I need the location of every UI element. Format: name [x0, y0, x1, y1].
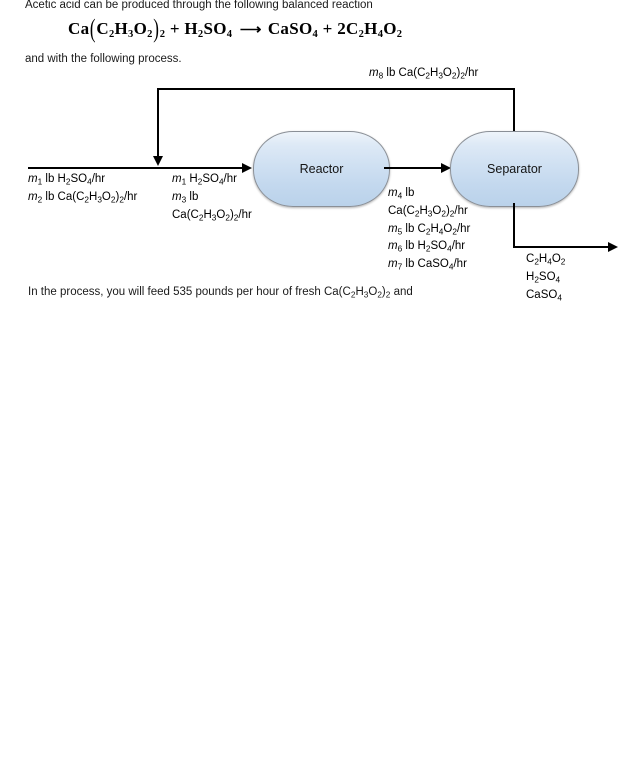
stream-label-fresh-feed: m1 lb H2SO4/hr m2 lb Ca(C2H3O2)2/hr: [28, 172, 137, 208]
equation-plus-sign-2: +: [318, 19, 338, 38]
equation-yields-arrow: ⟶: [234, 22, 266, 38]
reactor-to-separator-arrowhead-icon: [441, 163, 451, 173]
stream-label-fresh-feed-line-1: m1 lb H2SO4/hr: [28, 173, 106, 187]
recycle-downcomer-line: [157, 88, 159, 156]
stream-label-product-line-1: C2H4O2: [526, 253, 566, 267]
reactor-to-separator-line: [384, 167, 442, 169]
equation-plus-sign-1: +: [165, 19, 185, 38]
product-downcomer-line: [513, 203, 515, 247]
product-arrowhead-icon: [608, 242, 618, 252]
stream-label-reactor-inlet-line-1: m1 H2SO4/hr: [172, 173, 237, 187]
recycle-arrowhead-icon: [153, 156, 163, 166]
stream-label-reactor-outlet: m4 lb Ca(C2H3O2)2/hr m5 lb C2H4O2/hr m6 …: [388, 186, 470, 275]
stream-label-reactor-outlet-line-1: m4 lb: [388, 187, 415, 201]
unit-reactor[interactable]: Reactor: [253, 131, 390, 207]
equation-reactant-calcium-acetate: Ca(C2H3O2)2: [68, 13, 166, 43]
stream-label-reactor-inlet-line-3: Ca(C2H3O2)2/hr: [172, 208, 252, 222]
stream-label-recycle: m8 lb Ca(C2H3O2)2/hr: [369, 67, 479, 81]
feed-line: [28, 167, 243, 169]
recycle-horizontal-line: [157, 88, 515, 90]
unit-separator[interactable]: Separator: [450, 131, 579, 207]
stream-label-product: C2H4O2 H2SO4 CaSO4: [526, 252, 565, 305]
equation-reactant-sulfuric-acid: H2SO4: [184, 19, 233, 41]
process-flow-diagram: m8 lb Ca(C2H3O2)2/hr m1 lb H2SO4/hr m2 l…: [0, 0, 626, 310]
product-horizontal-line: [513, 246, 609, 248]
stream-label-product-line-2: H2SO4: [526, 270, 561, 285]
stream-label-reactor-inlet: m1 H2SO4/hr m3 lb Ca(C2H3O2)2/hr: [172, 172, 252, 225]
equation-product-calcium-sulfate: CaSO4: [267, 19, 319, 41]
recycle-riser-line: [513, 88, 515, 133]
feed-arrowhead-icon: [242, 163, 252, 173]
stream-label-reactor-outlet-line-4: m6 lb H2SO4/hr: [388, 240, 466, 254]
intro-paragraph: Acetic acid can be produced through the …: [25, 0, 373, 11]
equation-product-acetic-acid: 2C2H4O2: [337, 19, 403, 41]
process-intro-paragraph: and with the following process.: [25, 53, 182, 65]
stream-label-reactor-outlet-line-2: Ca(C2H3O2)2/hr: [388, 204, 468, 219]
balanced-reaction-equation: Ca(C2H3O2)2 + H2SO4 ⟶ CaSO4 + 2C2H4O2: [68, 13, 403, 43]
stream-label-reactor-outlet-line-5: m7 lb CaSO4/hr: [388, 258, 467, 272]
stream-label-reactor-outlet-line-3: m5 lb C2H4O2/hr: [388, 222, 471, 236]
stream-label-reactor-inlet-line-2: m3 lb: [172, 190, 199, 205]
stream-label-fresh-feed-line-2: m2 lb Ca(C2H3O2)2/hr: [28, 190, 138, 205]
stream-label-product-line-3: CaSO4: [526, 288, 562, 302]
closing-paragraph: In the process, you will feed 535 pounds…: [28, 286, 413, 300]
unit-reactor-label: Reactor: [299, 162, 344, 176]
unit-separator-label: Separator: [487, 162, 542, 176]
